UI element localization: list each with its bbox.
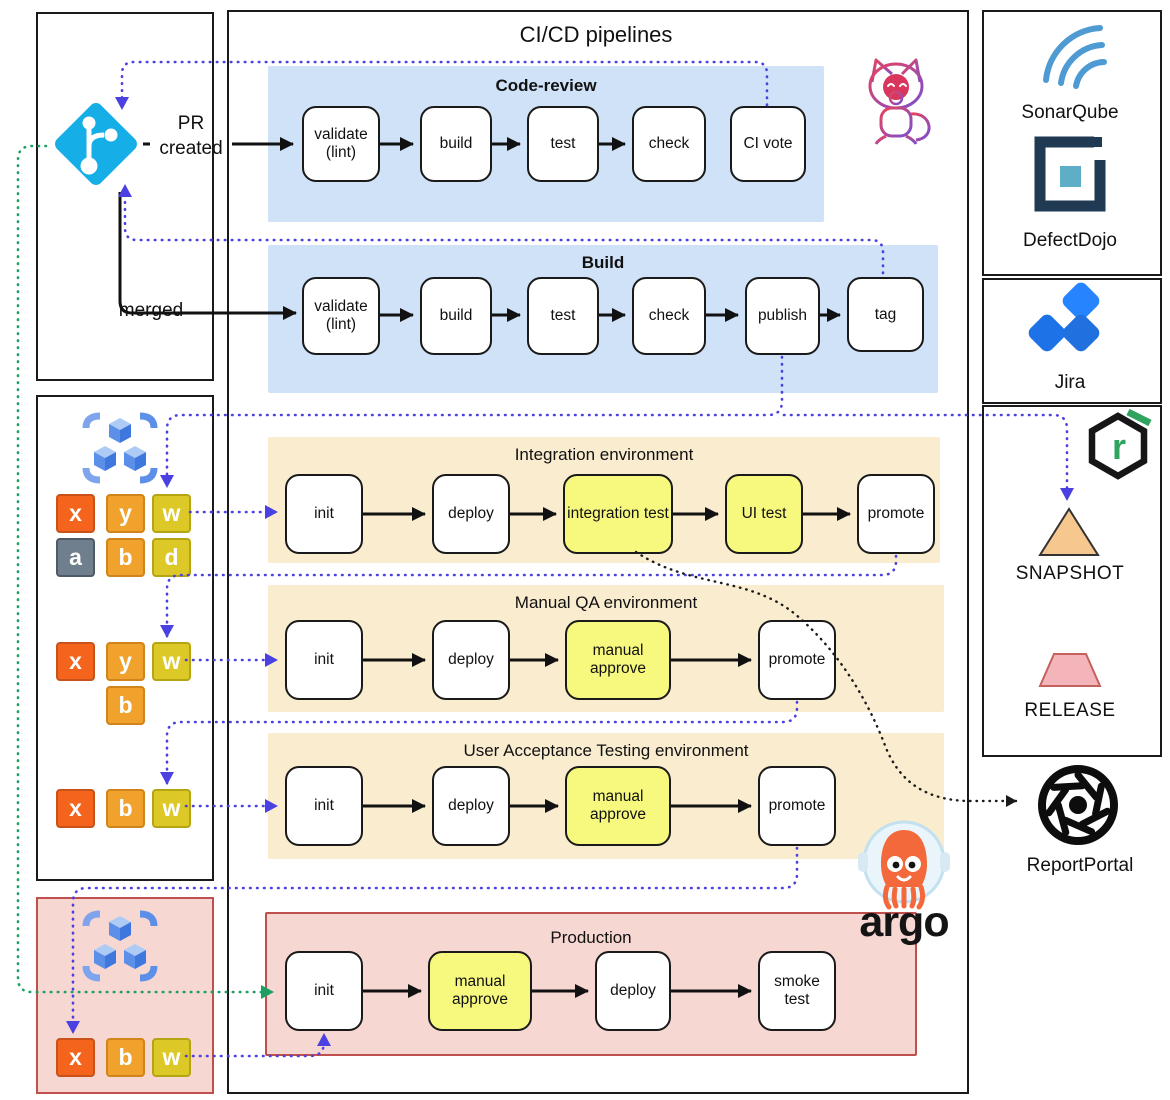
stage-cr-validate: validate (lint) [302,106,380,182]
stage-int-init: init [285,474,363,554]
image-chip: w [152,642,191,681]
image-chip: w [152,1038,191,1077]
sonarqube-label: SonarQube [1021,102,1119,123]
stage-qa-manual-approve: manual approve [565,620,671,700]
stage-build-validate: validate (lint) [302,277,380,355]
kubernetes-cluster-prod-icon [82,910,158,982]
jira-label: Jira [1054,372,1086,393]
image-chip: w [152,789,191,828]
stage-cr-ci-vote: CI vote [730,106,806,182]
band-title-code-review: Code-review [495,76,597,95]
image-chip: y [106,642,145,681]
image-chip: x [56,494,95,533]
stage-int-promote: promote [857,474,935,554]
image-chip: a [56,538,95,577]
image-chip: b [106,686,145,725]
stage-qa-init: init [285,620,363,700]
image-chip: x [56,789,95,828]
stage-int-integration-test: integration test [563,474,673,554]
stage-int-deploy: deploy [432,474,510,554]
band-title-integration: Integration environment [514,445,694,464]
sonarqube-icon [1043,25,1107,89]
stage-cr-build: build [420,106,492,182]
stage-build-test: test [527,277,599,355]
argo-octopus-icon [858,820,950,910]
pr-created-label: PR created [159,113,223,159]
stage-build-publish: publish [745,277,820,355]
stage-prod-smoke-test: smoke test [758,951,836,1031]
reportportal-label: ReportPortal [1026,855,1134,876]
merged-label: merged [108,300,194,322]
stage-build-tag: tag [847,277,924,352]
release-trapezoid-icon [1038,653,1102,687]
image-chip: x [56,642,95,681]
stage-cr-test: test [527,106,599,182]
stage-prod-deploy: deploy [595,951,671,1031]
image-chip: w [152,494,191,533]
stage-cr-check: check [632,106,706,182]
band-title-build: Build [581,253,625,272]
image-chip: b [106,538,145,577]
snapshot-triangle-icon [1038,507,1100,556]
defectdojo-icon [1034,136,1106,212]
page-title: CI/CD pipelines [519,22,673,47]
image-chip: d [152,538,191,577]
band-title-manual-qa: Manual QA environment [514,593,698,612]
stage-int-ui-test: UI test [725,474,803,554]
stage-prod-manual-approve: manual approve [428,951,532,1031]
stage-uat-promote: promote [758,766,836,846]
image-chip: b [106,789,145,828]
band-title-uat: User Acceptance Testing environment [463,741,749,760]
stage-build-check: check [632,277,706,355]
jira-icon [1028,282,1100,352]
stage-qa-promote: promote [758,620,836,700]
stage-qa-deploy: deploy [432,620,510,700]
stage-uat-manual-approve: manual approve [565,766,671,846]
scm-box [36,12,214,381]
defectdojo-label: DefectDojo [1023,230,1117,251]
svg-text:r: r [1112,426,1126,467]
reportportal-icon [1038,765,1118,845]
kubernetes-cluster-icon [82,412,158,484]
snapshot-label: SNAPSHOT [1015,563,1125,584]
stage-uat-deploy: deploy [432,766,510,846]
git-repo-icon [55,103,137,185]
robot-cat-icon [868,58,931,145]
image-chip: y [106,494,145,533]
stage-prod-init: init [285,951,363,1031]
image-chip: x [56,1038,95,1077]
image-chip: b [106,1038,145,1077]
artifact-registry-icon: r [1088,408,1152,480]
stage-build-build: build [420,277,492,355]
argo-label: argo [859,898,949,946]
release-label: RELEASE [1024,700,1116,721]
stage-uat-init: init [285,766,363,846]
band-title-production: Production [550,928,632,947]
